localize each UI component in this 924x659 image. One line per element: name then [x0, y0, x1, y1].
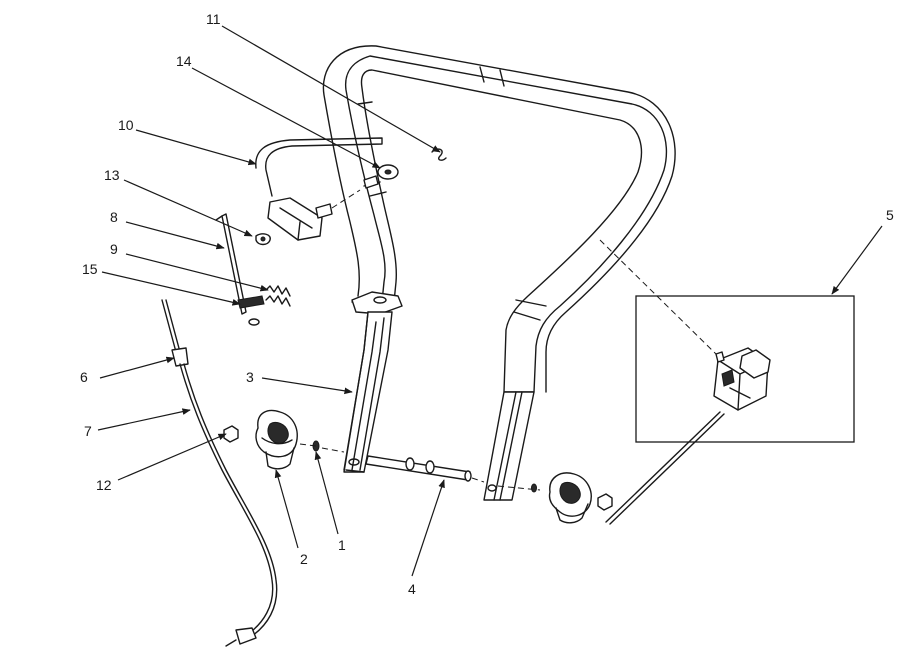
callout-label-12: 12 — [96, 477, 112, 493]
callout-label-8: 8 — [110, 209, 118, 225]
callout-label-3: 3 — [246, 369, 254, 385]
callout-labels: 11 14 10 13 8 9 15 6 7 12 3 2 1 4 5 — [80, 11, 894, 597]
bail-lever — [255, 137, 383, 241]
hex-nut-left — [223, 425, 239, 443]
callout-label-9: 9 — [110, 241, 118, 257]
control-cable — [161, 299, 278, 647]
left-knob — [255, 409, 298, 470]
callout-label-14: 14 — [176, 53, 192, 69]
callout-label-4: 4 — [408, 581, 416, 597]
callout-label-2: 2 — [300, 551, 308, 567]
cross-shaft — [365, 455, 472, 482]
callout-label-7: 7 — [84, 423, 92, 439]
callout-label-1: 1 — [338, 537, 346, 553]
hairpin-clip-11 — [431, 148, 447, 161]
callout-label-6: 6 — [80, 369, 88, 385]
lower-handle-right — [483, 391, 535, 501]
throttle-control-5 — [605, 347, 771, 525]
callout-label-15: 15 — [82, 261, 98, 277]
callout-label-5: 5 — [886, 207, 894, 223]
callout-label-13: 13 — [104, 167, 120, 183]
callout-label-10: 10 — [118, 117, 134, 133]
right-knob — [531, 472, 613, 524]
detail-box-5 — [635, 295, 855, 443]
callout-label-11: 11 — [206, 11, 221, 27]
upper-handle-tube — [322, 45, 676, 393]
spring-9 — [265, 285, 291, 307]
callout-leaders — [97, 25, 883, 577]
lower-handle-left — [343, 311, 393, 473]
clip-13 — [255, 233, 271, 246]
washer-14 — [363, 164, 399, 189]
